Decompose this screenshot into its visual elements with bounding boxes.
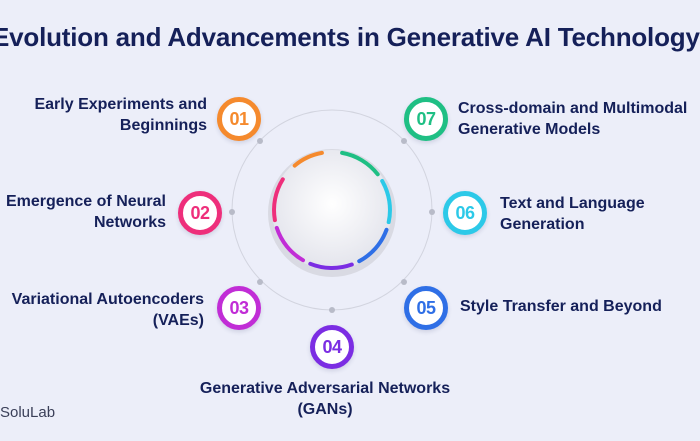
- center-disc: [272, 150, 392, 270]
- badge-06: 06: [443, 191, 487, 235]
- badge-01: 01: [217, 97, 261, 141]
- step-label-04: Generative Adversarial Networks (GANs): [175, 378, 475, 420]
- label-line: Cross-domain and Multimodal: [458, 100, 688, 117]
- badge-04: 04: [310, 325, 354, 369]
- badge-number: 04: [322, 336, 342, 357]
- label-line: Generative Adversarial Networks: [199, 380, 451, 397]
- arc-segment-03: [274, 225, 305, 263]
- ring-dots: [229, 138, 435, 313]
- badge-number: 03: [229, 297, 249, 318]
- label-line: Generative Models: [458, 121, 601, 138]
- label-line: Text and Language: [500, 195, 645, 212]
- step-label-03: Variational Autoencoders (VAEs): [12, 289, 204, 331]
- badge-number: 02: [190, 202, 210, 223]
- arc-segment-01: [292, 150, 324, 168]
- badge-03: 03: [217, 286, 261, 330]
- arc-segment-04: [308, 261, 354, 270]
- step-label-05: Style Transfer and Beyond: [460, 296, 662, 317]
- arc-segment-02: [272, 177, 285, 223]
- badge-number: 07: [416, 108, 436, 129]
- brand-logo: SoluLab: [0, 404, 56, 421]
- arc-segment-05: [357, 227, 389, 264]
- label-line: Generation: [500, 216, 585, 233]
- badge-number: 01: [229, 108, 249, 129]
- label-line: (VAEs): [152, 312, 204, 329]
- badge-number: 06: [455, 202, 475, 223]
- page-title: Evolution and Advancements in Generative…: [0, 22, 700, 52]
- progress-arcs: [272, 150, 392, 270]
- badge-05: 05: [404, 286, 448, 330]
- badge-07: 07: [404, 97, 448, 141]
- label-line: Beginnings: [119, 117, 207, 134]
- arc-segment-07: [340, 150, 380, 177]
- badge-number: 05: [416, 297, 436, 318]
- label-line: Networks: [93, 214, 166, 231]
- badge-02: 02: [178, 191, 222, 235]
- arc-segment-06: [380, 179, 392, 225]
- label-line: Emergence of Neural: [5, 193, 166, 210]
- label-line: Early Experiments and: [34, 96, 207, 113]
- label-line: Style Transfer and Beyond: [460, 298, 662, 315]
- label-line: Variational Autoencoders: [11, 291, 204, 308]
- label-line: (GANs): [297, 401, 353, 418]
